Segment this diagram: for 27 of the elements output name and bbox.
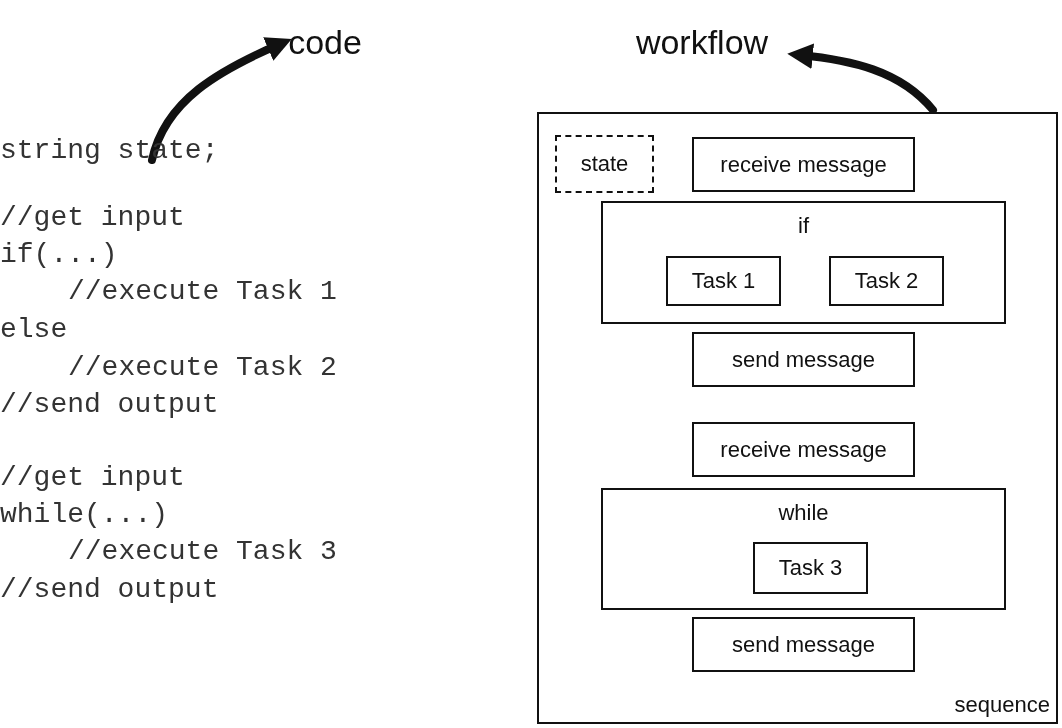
code-line: //send output xyxy=(0,573,219,607)
code-line: //execute Task 2 xyxy=(68,351,337,385)
activity-box: Task 2 xyxy=(829,256,944,306)
code-line: else xyxy=(0,313,68,347)
activity-box: send message xyxy=(692,617,915,672)
container-label: sequence xyxy=(954,692,1050,718)
code-line: //get input xyxy=(0,201,185,235)
curved-arrow xyxy=(787,43,937,114)
variable-box: state xyxy=(555,135,654,193)
code-line: //get input xyxy=(0,461,185,495)
code-line: if(...) xyxy=(0,238,118,272)
block-label: if xyxy=(797,213,810,239)
code-line: //send output xyxy=(0,388,219,422)
sequence-container xyxy=(537,112,1058,724)
code-line: //execute Task 3 xyxy=(68,535,337,569)
heading-text: workflow xyxy=(612,20,792,64)
heading-text: code xyxy=(285,20,365,64)
control-block xyxy=(601,488,1006,610)
activity-box: receive message xyxy=(692,137,915,192)
activity-box: receive message xyxy=(692,422,915,477)
control-block xyxy=(601,201,1006,324)
activity-box: Task 1 xyxy=(666,256,781,306)
activity-box: send message xyxy=(692,332,915,387)
code-line: while(...) xyxy=(0,498,169,532)
code-line: //execute Task 1 xyxy=(68,275,337,309)
block-label: while xyxy=(777,500,830,526)
activity-box: Task 3 xyxy=(753,542,868,594)
